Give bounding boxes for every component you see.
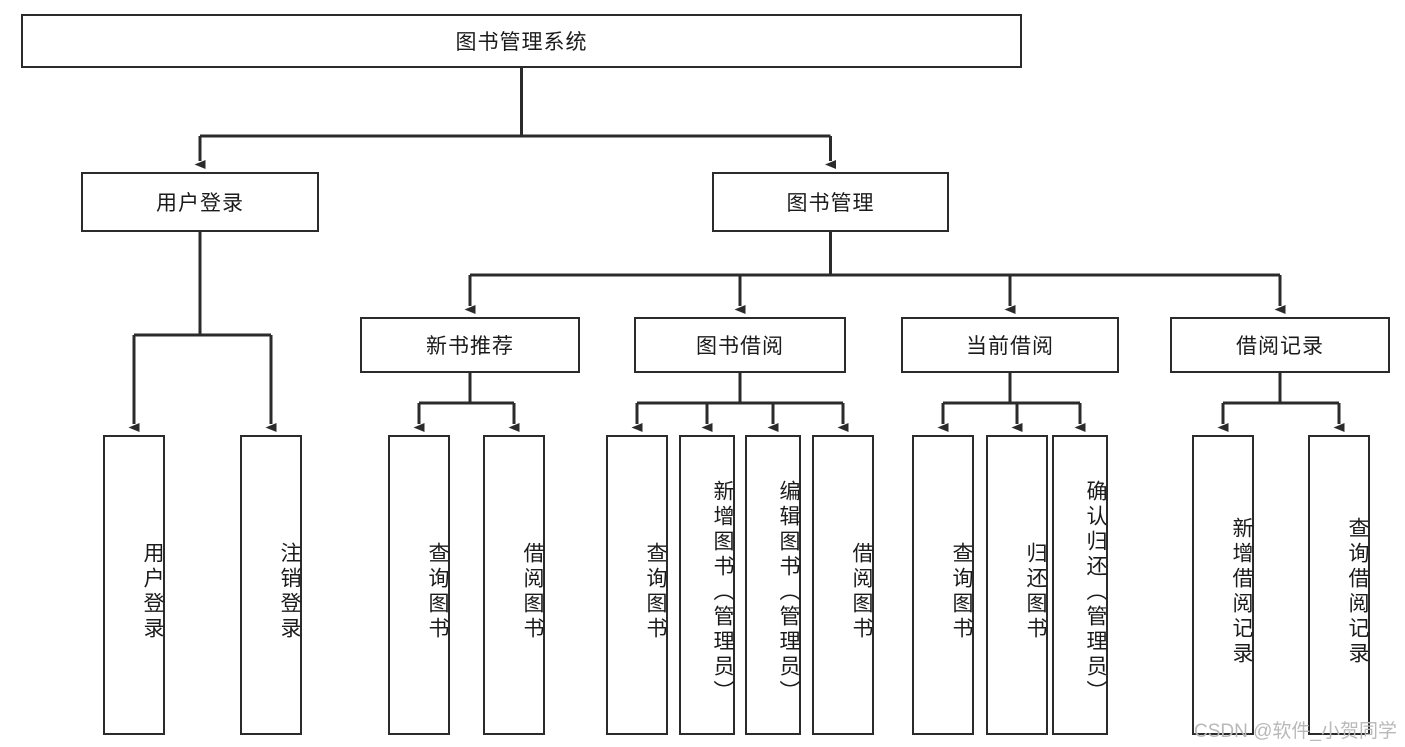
node-borrow_record[interactable]: 借阅记录	[1170, 317, 1390, 373]
edges	[128, 68, 1345, 432]
node-leaf_edit_book-label: 编辑图书（管理员）	[777, 479, 800, 705]
node-leaf_query_record[interactable]: 查询借阅记录	[1308, 435, 1370, 735]
node-book_mgmt[interactable]: 图书管理	[712, 172, 949, 232]
node-borrow_record-label: 借阅记录	[1236, 335, 1324, 358]
node-leaf_confirm_return[interactable]: 确认归还（管理员）	[1052, 435, 1108, 735]
node-new_book_rec-label: 新书推荐	[426, 335, 514, 358]
node-leaf_user_login[interactable]: 用户登录	[103, 435, 165, 735]
watermark: CSDN @软件_小贺同学	[1194, 721, 1397, 742]
node-leaf_borrow_book_rec-label: 借阅图书	[521, 542, 544, 642]
node-leaf_query_book_rec[interactable]: 查询图书	[388, 435, 450, 735]
node-book_mgmt-label: 图书管理	[786, 192, 875, 215]
node-book_borrow[interactable]: 图书借阅	[634, 317, 846, 373]
node-leaf_return_book-label: 归还图书	[1024, 542, 1047, 642]
node-leaf_query_book_b-label: 查询图书	[644, 542, 667, 642]
node-leaf_user_logout[interactable]: 注销登录	[240, 435, 302, 735]
node-current_borrow-label: 当前借阅	[966, 335, 1054, 358]
node-leaf_query_record-label: 查询借阅记录	[1346, 517, 1369, 667]
node-user_login-label: 用户登录	[156, 192, 244, 215]
node-user_login[interactable]: 用户登录	[81, 172, 319, 232]
node-leaf_query_book_rec-label: 查询图书	[426, 542, 449, 642]
node-book_borrow-label: 图书借阅	[696, 335, 784, 358]
node-root-label: 图书管理系统	[455, 31, 588, 54]
node-leaf_add_record[interactable]: 新增借阅记录	[1192, 435, 1254, 735]
node-leaf_borrow_book_b[interactable]: 借阅图书	[812, 435, 874, 735]
node-leaf_confirm_return-label: 确认归还（管理员）	[1084, 479, 1107, 705]
node-leaf_return_book[interactable]: 归还图书	[986, 435, 1048, 735]
node-leaf_borrow_book_b-label: 借阅图书	[850, 542, 873, 642]
node-current_borrow[interactable]: 当前借阅	[901, 317, 1119, 373]
node-leaf_query_book_c[interactable]: 查询图书	[912, 435, 974, 735]
node-leaf_borrow_book_rec[interactable]: 借阅图书	[483, 435, 545, 735]
node-root[interactable]: 图书管理系统	[21, 14, 1022, 68]
node-leaf_edit_book[interactable]: 编辑图书（管理员）	[745, 435, 801, 735]
node-leaf_query_book_c-label: 查询图书	[950, 542, 973, 642]
node-leaf_add_record-label: 新增借阅记录	[1230, 517, 1253, 667]
node-leaf_add_book[interactable]: 新增图书（管理员）	[679, 435, 735, 735]
node-leaf_add_book-label: 新增图书（管理员）	[711, 479, 734, 705]
node-leaf_user_logout-label: 注销登录	[278, 542, 301, 642]
node-new_book_rec[interactable]: 新书推荐	[360, 317, 580, 373]
node-leaf_user_login-label: 用户登录	[141, 542, 164, 642]
node-leaf_query_book_b[interactable]: 查询图书	[606, 435, 668, 735]
